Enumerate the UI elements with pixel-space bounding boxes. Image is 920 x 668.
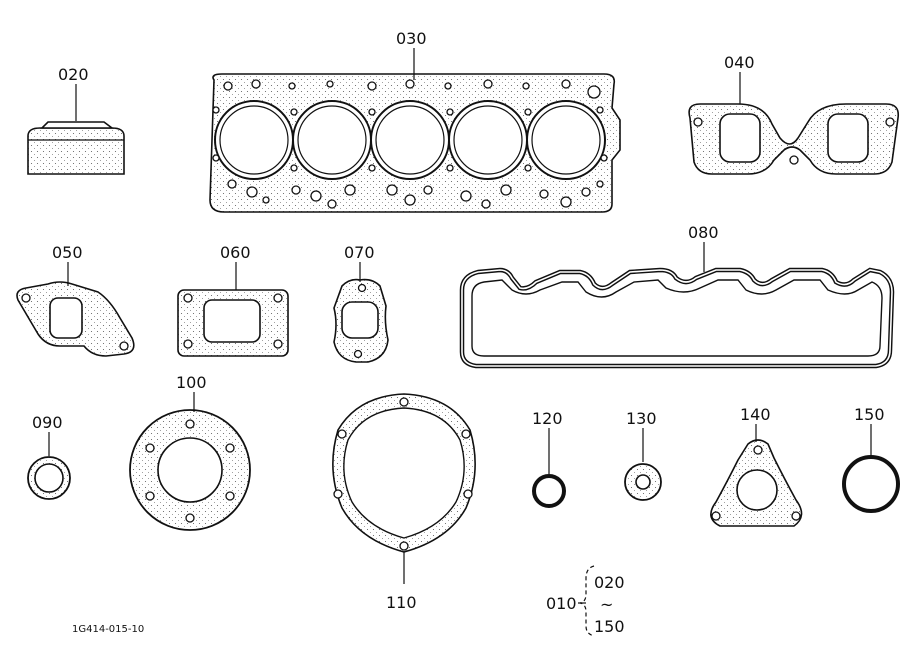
kit-bracket (578, 565, 595, 637)
label-010: 010 (546, 594, 577, 613)
label-090: 090 (32, 413, 63, 432)
label-020: 020 (58, 65, 89, 84)
label-140: 140 (740, 405, 771, 424)
part-120-o-ring (532, 474, 566, 508)
label-060: 060 (220, 243, 251, 262)
drawing-number: 1G414-015-10 (72, 624, 144, 635)
label-150: 150 (854, 405, 885, 424)
part-070-gasket (333, 278, 389, 363)
part-040-manifold-gasket (688, 103, 900, 175)
label-080: 080 (688, 223, 719, 242)
part-140-tri-gasket (710, 439, 803, 527)
label-130: 130 (626, 409, 657, 428)
part-030-head-gasket (209, 73, 621, 213)
part-090-washer (27, 456, 71, 500)
label-100: 100 (176, 373, 207, 392)
cylinder-bores (214, 100, 606, 180)
label-040: 040 (724, 53, 755, 72)
label-120: 120 (532, 409, 563, 428)
label-030: 030 (396, 29, 427, 48)
part-150-o-ring (842, 455, 900, 513)
range-start: 020 (594, 573, 625, 592)
part-020-seal (27, 121, 125, 175)
head-gasket-bolt-holes (212, 79, 608, 209)
range-end: 150 (594, 617, 625, 636)
range-tilde: ~ (600, 595, 613, 614)
part-100-flange-gasket (129, 409, 251, 531)
label-110: 110 (386, 593, 417, 612)
part-050-gasket (16, 281, 135, 357)
part-130-washer (624, 463, 662, 501)
label-070: 070 (344, 243, 375, 262)
part-060-gasket (177, 289, 289, 357)
part-080-cover-gasket (459, 267, 895, 369)
part-110-cover-gasket (332, 393, 476, 553)
label-050: 050 (52, 243, 83, 262)
